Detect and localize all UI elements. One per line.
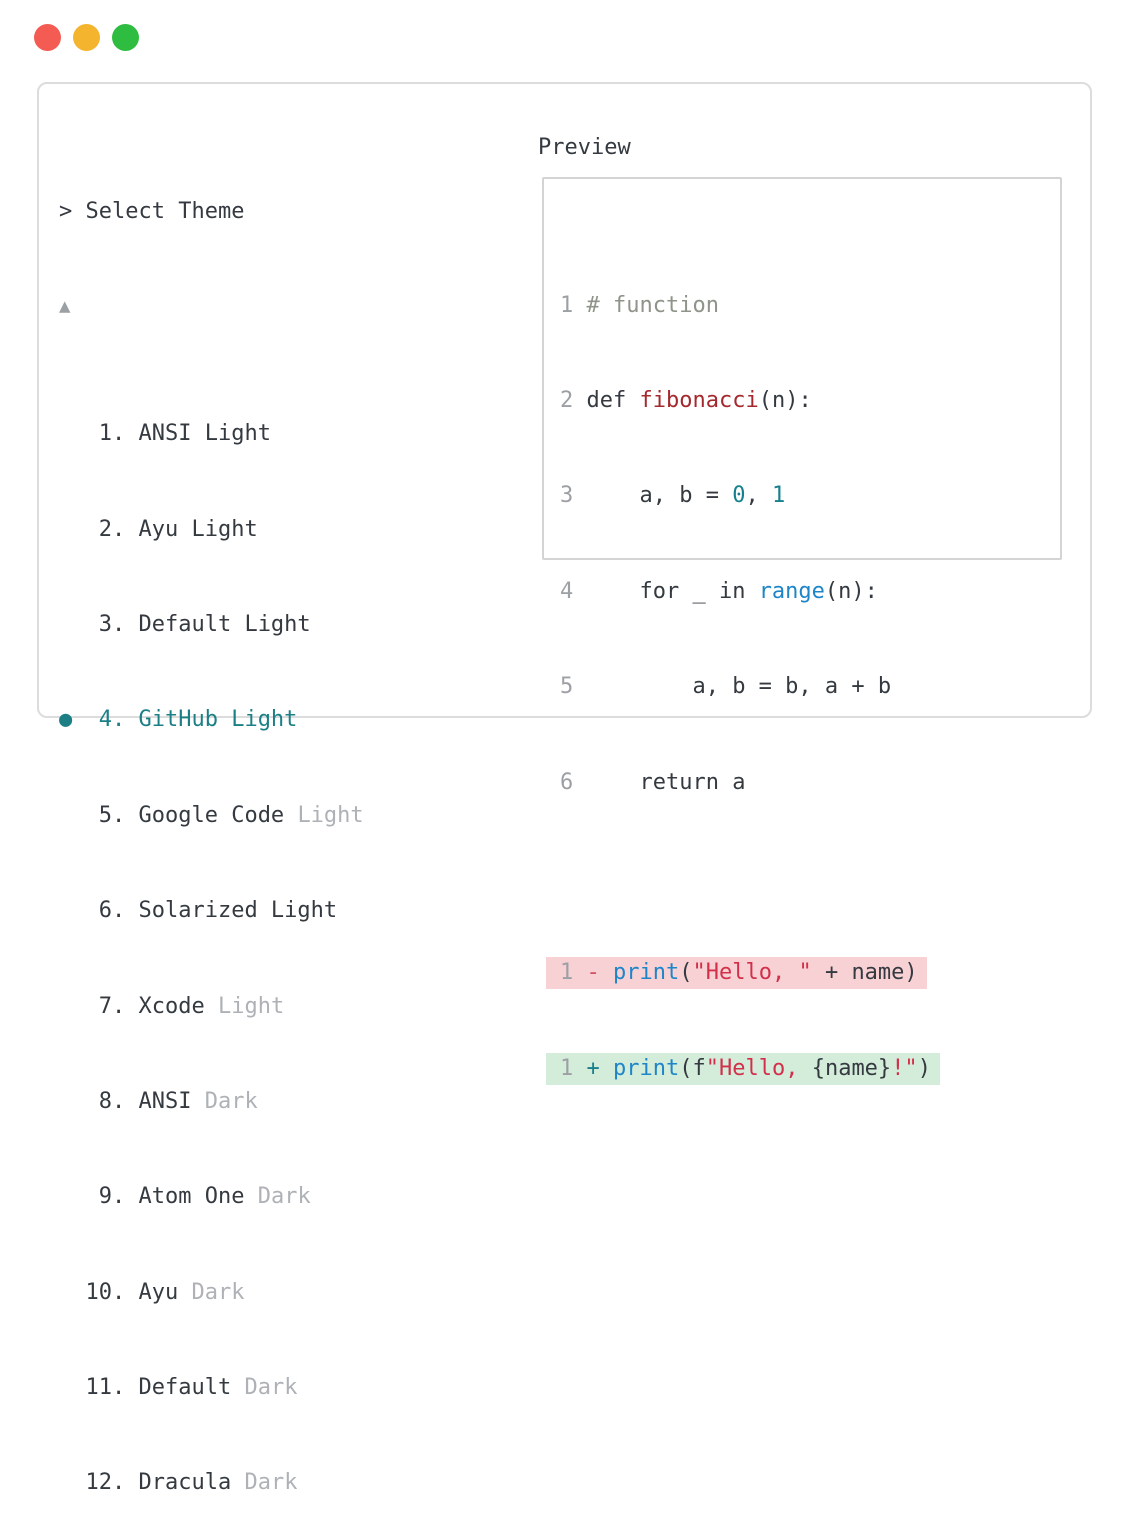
- item-number: 11.: [59, 1375, 139, 1401]
- diff-added-line: 1 + print(f"Hello, {name}!"): [546, 1052, 1060, 1085]
- item-name: GitHub Light: [138, 707, 298, 733]
- item-name: Solarized Light: [138, 898, 338, 924]
- code-preview-pane: 1 # function 2 def fibonacci(n): 3 a, b …: [542, 177, 1062, 1085]
- item-number: 8.: [59, 1088, 139, 1114]
- item-name: Atom One: [138, 1184, 258, 1210]
- item-suffix: Light: [297, 802, 364, 828]
- close-window-button[interactable]: [34, 24, 61, 51]
- minimize-window-button[interactable]: [73, 24, 100, 51]
- dialog-title-row: > Select Theme: [59, 196, 840, 228]
- item-suffix: Dark: [191, 1279, 245, 1305]
- theme-item-dracula-dark[interactable]: 12. Dracula Dark: [59, 1467, 840, 1499]
- line-number: 1: [560, 1055, 574, 1081]
- item-name: ANSI: [138, 1088, 205, 1114]
- item-number: 5.: [59, 802, 139, 828]
- code-line-1: 1 # function: [560, 292, 719, 318]
- code-line-3: 3 a, b = 0, 1: [560, 483, 786, 509]
- item-name: Xcode: [138, 993, 218, 1019]
- item-name: Default Light: [138, 611, 311, 637]
- item-name: Ayu Light: [138, 516, 258, 542]
- item-name: Ayu: [138, 1279, 192, 1305]
- theme-item-ansi-dark[interactable]: 8. ANSI Dark: [59, 1086, 840, 1118]
- theme-item-github-light-selected[interactable]: ● 4. GitHub Light: [59, 704, 840, 736]
- selection-bullet-icon: ●: [59, 707, 73, 733]
- theme-item-google-code-light[interactable]: 5. Google Code Light: [59, 800, 840, 832]
- item-name: Default: [138, 1375, 245, 1401]
- window-controls: [34, 24, 139, 51]
- line-number: 1: [560, 292, 574, 318]
- item-number: 12.: [59, 1470, 139, 1496]
- item-number: 10.: [59, 1279, 139, 1305]
- theme-item-default-dark[interactable]: 11. Default Dark: [59, 1372, 840, 1404]
- theme-item-ansi-light[interactable]: 1. ANSI Light: [59, 418, 840, 450]
- theme-item-default-light[interactable]: 3. Default Light: [59, 609, 840, 641]
- dialog-title: Select Theme: [85, 198, 245, 224]
- code-line-4: 4 for _ in range(n):: [560, 578, 878, 604]
- scroll-up-icon: ▲: [59, 294, 71, 317]
- diff-removed-line: 1 - print("Hello, " + name): [546, 957, 1060, 990]
- item-suffix: Dark: [204, 1088, 258, 1114]
- item-number: 1.: [59, 421, 139, 447]
- theme-item-ayu-dark[interactable]: 10. Ayu Dark: [59, 1277, 840, 1309]
- theme-item-atom-one-dark[interactable]: 9. Atom One Dark: [59, 1181, 840, 1213]
- preview-title: Preview: [538, 135, 631, 160]
- line-number: 6: [560, 769, 574, 795]
- line-number: 3: [560, 483, 574, 509]
- item-suffix: Dark: [244, 1470, 298, 1496]
- line-number: 2: [560, 387, 574, 413]
- zoom-window-button[interactable]: [112, 24, 139, 51]
- item-number: 2.: [59, 516, 139, 542]
- item-name: ANSI Light: [138, 421, 271, 447]
- item-number: 7.: [59, 993, 139, 1019]
- item-suffix: Dark: [244, 1375, 298, 1401]
- item-suffix: Light: [217, 993, 285, 1019]
- code-line-6: 6 return a: [560, 769, 746, 795]
- theme-picker-dialog: > Select Theme ▲ 1. ANSI Light 2. Ayu Li…: [37, 82, 1092, 1495]
- line-number: 5: [560, 674, 574, 700]
- diff-minus-marker: -: [573, 960, 613, 986]
- blank-line: [560, 862, 1060, 894]
- theme-item-ayu-light[interactable]: 2. Ayu Light: [59, 514, 840, 546]
- theme-item-xcode-light[interactable]: 7. Xcode Light: [59, 991, 840, 1023]
- prompt-symbol: >: [59, 198, 86, 224]
- line-number: 1: [560, 960, 574, 986]
- item-number: 6.: [59, 898, 139, 924]
- item-suffix: Dark: [257, 1184, 311, 1210]
- theme-item-solarized-light[interactable]: 6. Solarized Light: [59, 895, 840, 927]
- item-name: Dracula: [138, 1470, 245, 1496]
- item-name: Google Code: [138, 802, 298, 828]
- item-number: 4.: [72, 707, 139, 733]
- code-line-5: 5 a, b = b, a + b: [560, 674, 892, 700]
- line-number: 4: [560, 578, 574, 604]
- code-line-2: 2 def fibonacci(n):: [560, 387, 812, 413]
- item-number: 3.: [59, 611, 139, 637]
- item-number: 9.: [59, 1184, 139, 1210]
- diff-plus-marker: +: [573, 1055, 613, 1081]
